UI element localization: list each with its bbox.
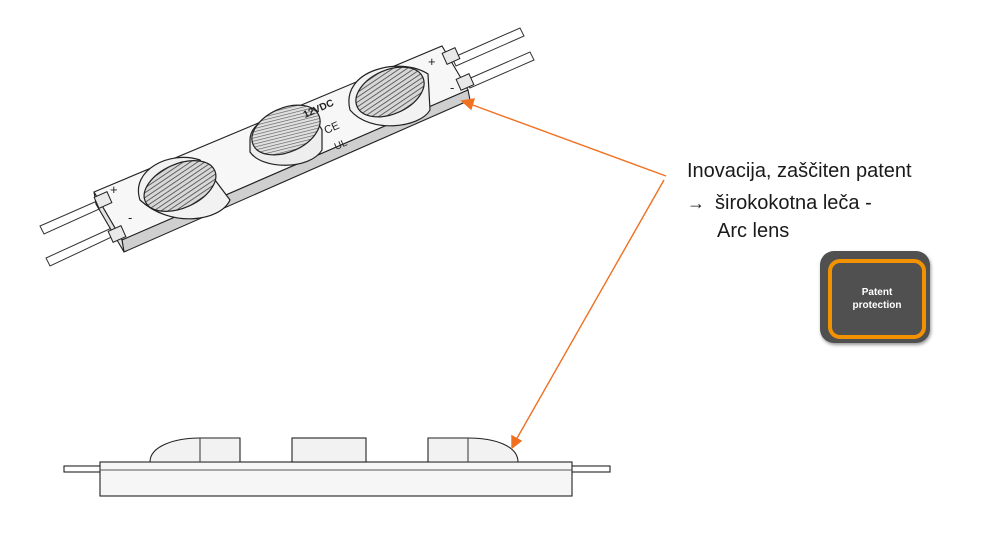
arc-lens-right bbox=[348, 65, 431, 127]
side-wire-right bbox=[569, 465, 611, 473]
ce-mark: CE bbox=[322, 120, 341, 137]
patent-protection-badge-inner: Patent protection bbox=[828, 259, 926, 339]
innovation-title: Inovacija, zaščiten patent bbox=[687, 160, 912, 182]
arrow-right-icon: → bbox=[687, 193, 705, 213]
minus-mark-left: - bbox=[128, 210, 132, 225]
lens-description-line2: Arc lens bbox=[717, 220, 790, 242]
module-isometric: 12VDC CE UL + - + - bbox=[39, 27, 535, 267]
side-arc-lens-right bbox=[427, 437, 519, 463]
plus-mark-right: + bbox=[428, 54, 436, 69]
callout-line-bottom bbox=[515, 179, 665, 441]
badge-line2: protection bbox=[852, 300, 902, 311]
badge-line1: Patent bbox=[861, 287, 893, 298]
side-lens-center bbox=[291, 437, 367, 463]
plus-mark-left: + bbox=[110, 182, 118, 197]
callout-lines bbox=[460, 98, 667, 450]
arc-lens-left bbox=[137, 156, 231, 220]
callout-line-top bbox=[469, 103, 667, 177]
module-side-view bbox=[63, 437, 611, 497]
minus-mark-right: - bbox=[450, 80, 454, 95]
callout-arrowhead-top bbox=[460, 98, 475, 111]
patent-protection-badge: Patent protection bbox=[820, 251, 930, 343]
lens-description-line1: → širokokotna leča - bbox=[687, 192, 872, 215]
lens-description-text: širokokotna leča - bbox=[715, 192, 872, 214]
ul-mark: UL bbox=[333, 137, 350, 152]
callout-arrowhead-bottom bbox=[511, 434, 523, 450]
side-body bbox=[99, 461, 573, 497]
connector-lugs bbox=[93, 47, 475, 243]
right-wires bbox=[451, 27, 535, 89]
lens-center bbox=[249, 104, 323, 166]
side-arc-lens-left bbox=[149, 437, 241, 463]
side-wire-left bbox=[63, 465, 105, 473]
